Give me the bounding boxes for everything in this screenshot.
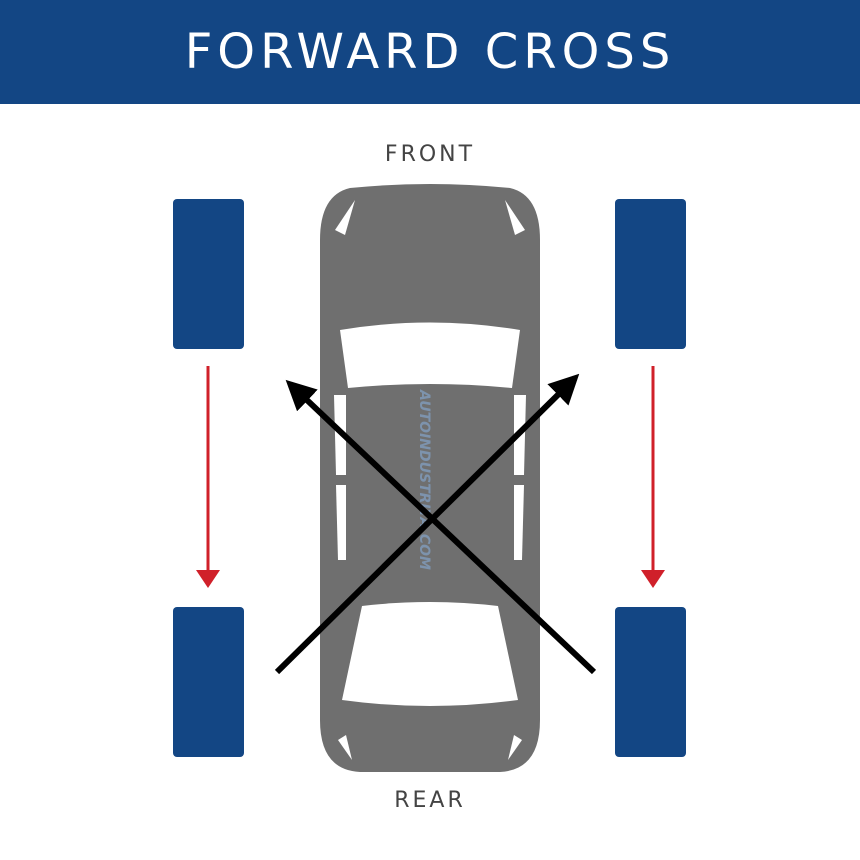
header-band: FORWARD CROSS	[0, 0, 860, 104]
watermark: AUTOINDUSTRIYA.COM	[416, 389, 432, 570]
tire-front-right	[615, 199, 686, 349]
title: FORWARD CROSS	[184, 24, 676, 80]
tire-front-left	[173, 199, 244, 349]
car-top-view: AUTOINDUSTRIYA.COM	[320, 184, 540, 772]
windshield	[340, 322, 520, 388]
arrow-rear-right-to-front-left	[285, 379, 597, 675]
arrow-rear-left-to-front-right	[274, 373, 580, 675]
tire-rear-right	[615, 607, 686, 757]
tire-rear-left	[173, 607, 244, 757]
front-label: FRONT	[384, 142, 476, 167]
rear-label: REAR	[394, 788, 466, 813]
rear-window	[342, 602, 518, 706]
